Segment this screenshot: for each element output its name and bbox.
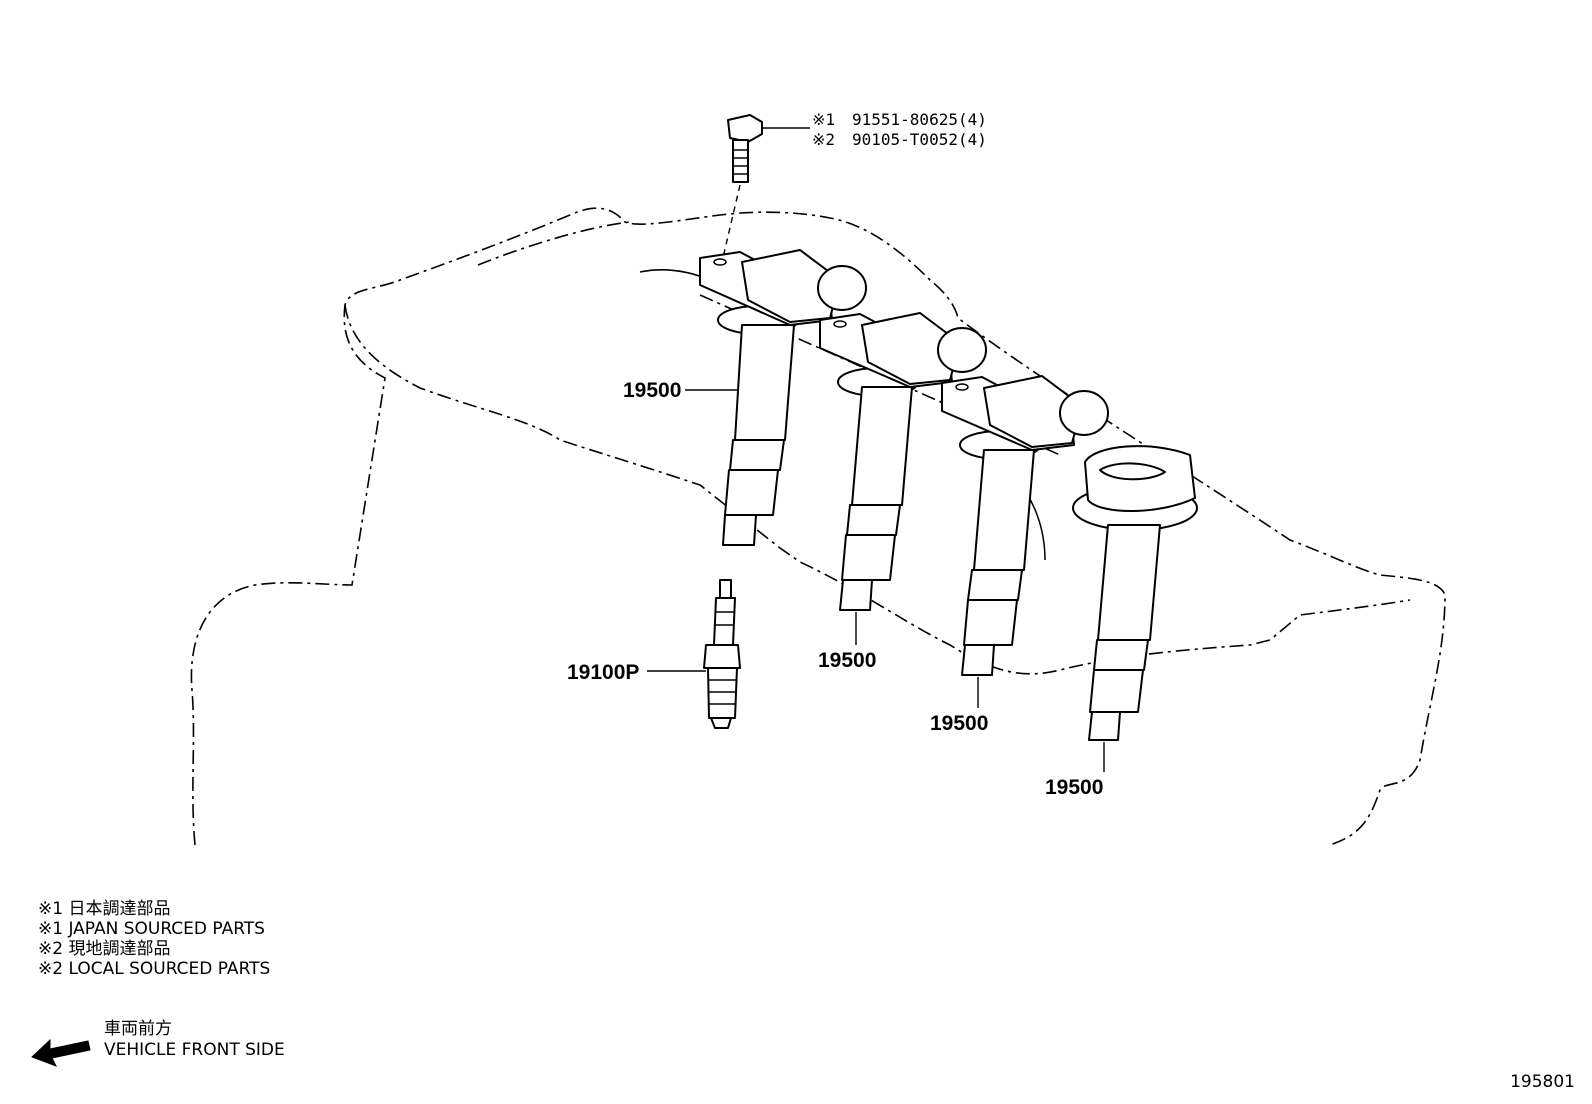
note-line-4: ※2 LOCAL SOURCED PARTS [38,959,270,979]
callout-coil-2: 19500 [818,649,876,672]
ignition-coil-2 [819,312,987,611]
ignition-coil-1 [699,249,867,546]
note-line-2: ※1 JAPAN SOURCED PARTS [38,919,265,939]
head-top-ridge [477,221,631,266]
bolt [721,114,810,263]
direction-label-jp: 車両前方 [104,1019,172,1039]
bolt-part-number-1: 91551-80625(4) [852,110,987,129]
spark-plug [703,579,741,729]
engine-outline [190,207,1446,846]
callout-spark-plug: 19100P [567,661,639,684]
direction-label-en: VEHICLE FRONT SIDE [104,1040,285,1060]
callout-coil-1: 19500 [623,379,681,402]
bolt-note-mark-2: ※2 [812,130,835,149]
bolt-part-number-2: 90105-T0052(4) [852,130,987,149]
callout-coil-4: 19500 [1045,776,1103,799]
ignition-coil-4 [1072,445,1198,741]
note-line-1: ※1 日本調達部品 [38,899,170,919]
note-line-3: ※2 現地調達部品 [38,939,170,959]
figure-number: 195801 [1510,1072,1575,1092]
bolt-note-mark-1: ※1 [812,110,835,129]
front-direction-arrow-icon [31,1038,91,1067]
callout-coil-3: 19500 [930,712,988,735]
ignition-coil-3 [941,375,1109,676]
